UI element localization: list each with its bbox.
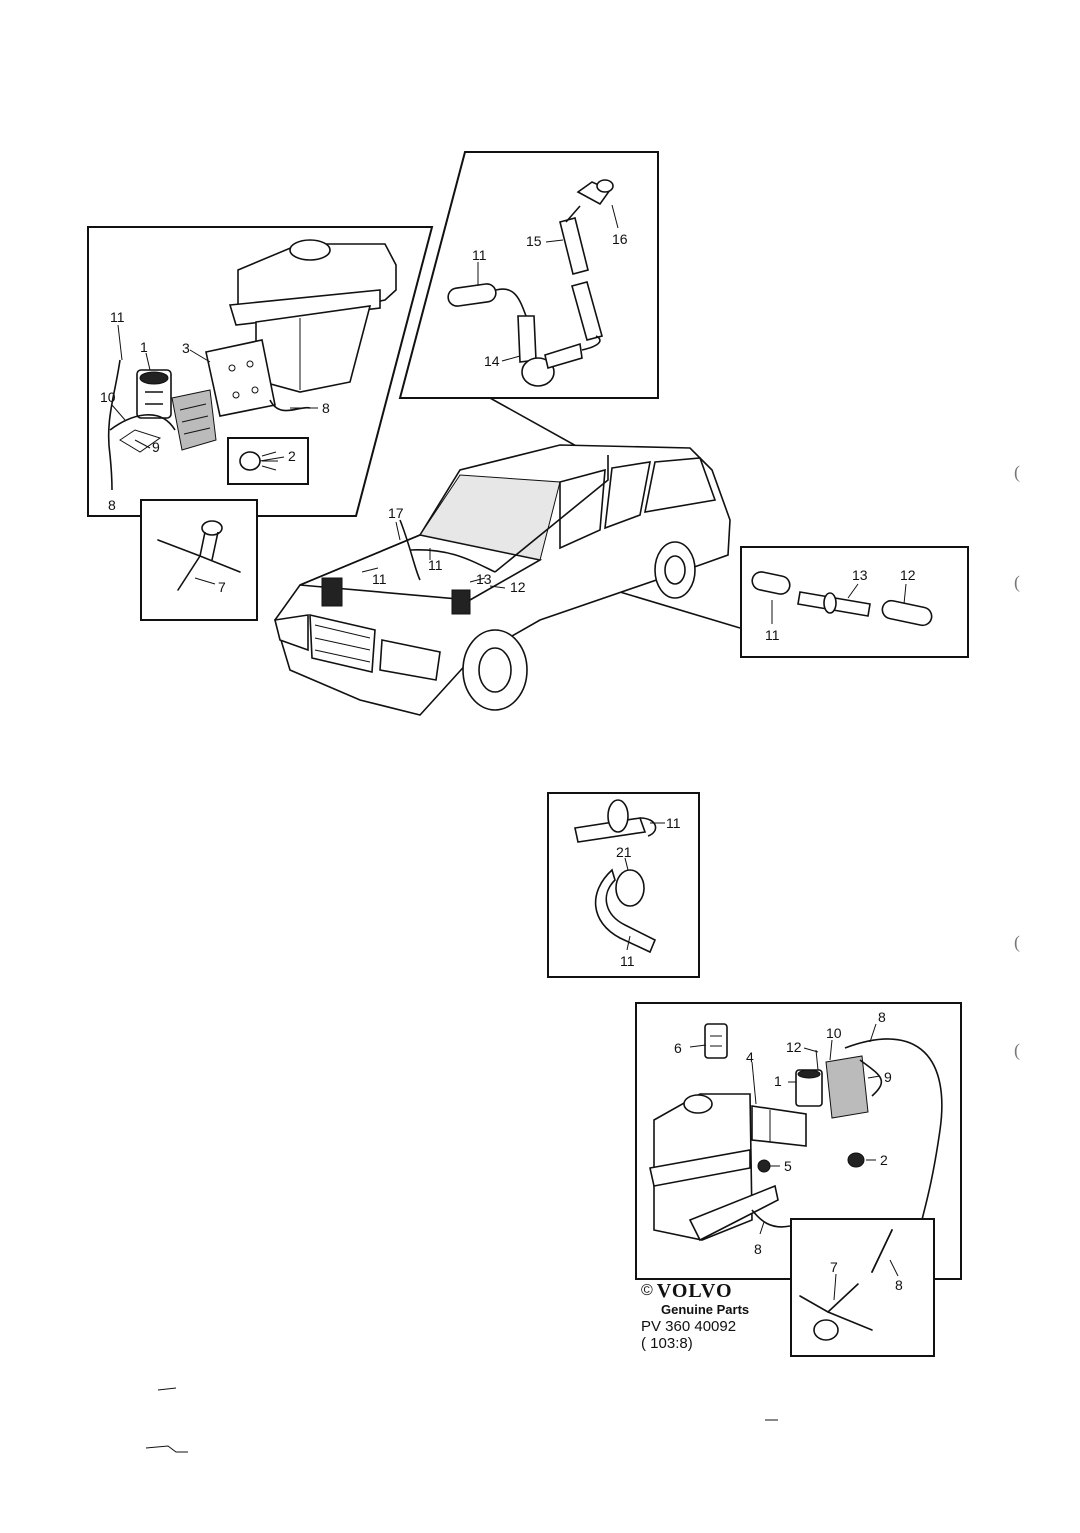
callout-8: 8 xyxy=(878,1009,886,1025)
callout-13: 13 xyxy=(476,571,492,587)
callout-10: 10 xyxy=(826,1025,842,1041)
callout-11: 11 xyxy=(666,815,681,831)
nut-5 xyxy=(757,1159,771,1173)
washer-pump xyxy=(136,369,172,419)
callout-9: 9 xyxy=(152,439,160,455)
copyright-icon: © xyxy=(641,1282,653,1300)
hose-section xyxy=(559,217,603,341)
hose-11-segment xyxy=(751,571,791,595)
callout-14: 14 xyxy=(484,353,500,369)
callout-11: 11 xyxy=(620,953,635,969)
grommet-view: 11 21 11 xyxy=(547,792,700,978)
genuine-parts-label: Genuine Parts xyxy=(661,1302,750,1317)
callout-6: 6 xyxy=(674,1040,682,1056)
grommet-21-top xyxy=(574,799,657,843)
callout-1: 1 xyxy=(140,339,148,355)
rear-hose-view: 15 16 11 14 xyxy=(398,151,659,399)
nozzle xyxy=(576,179,614,206)
callout-8: 8 xyxy=(108,497,116,513)
edge-mark: ( xyxy=(1014,572,1020,592)
section-code: ( 103:8) xyxy=(641,1335,693,1353)
pump-cover xyxy=(171,389,217,451)
mounting-bracket xyxy=(205,339,276,417)
alt-tee-view: 7 8 xyxy=(790,1218,935,1357)
bracket-4 xyxy=(751,1105,807,1147)
callout-12: 12 xyxy=(510,579,526,595)
callout-8: 8 xyxy=(322,400,330,416)
washer-reservoir-alt xyxy=(649,1093,779,1242)
callout-9: 9 xyxy=(884,1069,892,1085)
elbow-connector xyxy=(517,315,583,387)
connector-13 xyxy=(797,591,871,617)
callout-12: 12 xyxy=(900,567,916,583)
edge-mark: ( xyxy=(1014,462,1020,482)
volvo-logo: VOLVO xyxy=(656,1280,733,1302)
tee-connector xyxy=(157,520,241,591)
callout-8: 8 xyxy=(895,1277,903,1293)
edge-mark: ( xyxy=(1014,932,1020,952)
reservoir-view: 11 1 3 10 9 8 8 2 xyxy=(87,226,434,517)
volvo-brand-block: © VOLVO Genuine Parts PV 360 40092 ( 103… xyxy=(641,1280,801,1352)
callout-10: 10 xyxy=(100,389,116,405)
scan-marks xyxy=(145,1387,778,1453)
tee-connector-7 xyxy=(799,1283,873,1341)
station-wagon-car: 17 11 11 13 12 xyxy=(274,444,731,716)
callout-21: 21 xyxy=(616,844,632,860)
callout-11: 11 xyxy=(472,247,487,263)
hose-8 xyxy=(871,1229,893,1273)
hose-12-segment xyxy=(881,599,933,627)
callout-15: 15 xyxy=(526,233,542,249)
callout-11: 11 xyxy=(428,557,443,573)
callout-5: 5 xyxy=(784,1158,792,1174)
clip-6 xyxy=(704,1023,728,1059)
callout-3: 3 xyxy=(182,340,190,356)
callout-7: 7 xyxy=(218,579,226,595)
callout-8: 8 xyxy=(754,1241,762,1257)
hose-11 xyxy=(447,283,497,307)
callout-1: 1 xyxy=(774,1073,782,1089)
plug-2 xyxy=(847,1152,865,1168)
hose-connector-view: 13 12 11 xyxy=(740,546,969,658)
logo-row: © VOLVO xyxy=(641,1280,801,1303)
edge-mark: ( xyxy=(1014,1040,1020,1060)
pump-1 xyxy=(795,1069,823,1107)
callout-4: 4 xyxy=(746,1049,754,1065)
callout-16: 16 xyxy=(612,231,628,247)
pump-cover-9 xyxy=(825,1055,869,1119)
callout-2: 2 xyxy=(288,448,296,464)
callout-7: 7 xyxy=(830,1259,838,1275)
plug-inset xyxy=(227,437,309,485)
washer-reservoir xyxy=(228,239,397,393)
callout-17: 17 xyxy=(388,505,404,521)
tee-connector-view: 7 xyxy=(140,499,258,621)
part-code: PV 360 40092 xyxy=(641,1317,737,1335)
callout-11: 11 xyxy=(372,571,387,587)
callout-13: 13 xyxy=(852,567,868,583)
callout-12: 12 xyxy=(786,1039,802,1055)
callout-11: 11 xyxy=(765,627,780,643)
callout-11: 11 xyxy=(110,309,125,325)
callout-2: 2 xyxy=(880,1152,888,1168)
grommet-21-bottom xyxy=(594,868,657,954)
